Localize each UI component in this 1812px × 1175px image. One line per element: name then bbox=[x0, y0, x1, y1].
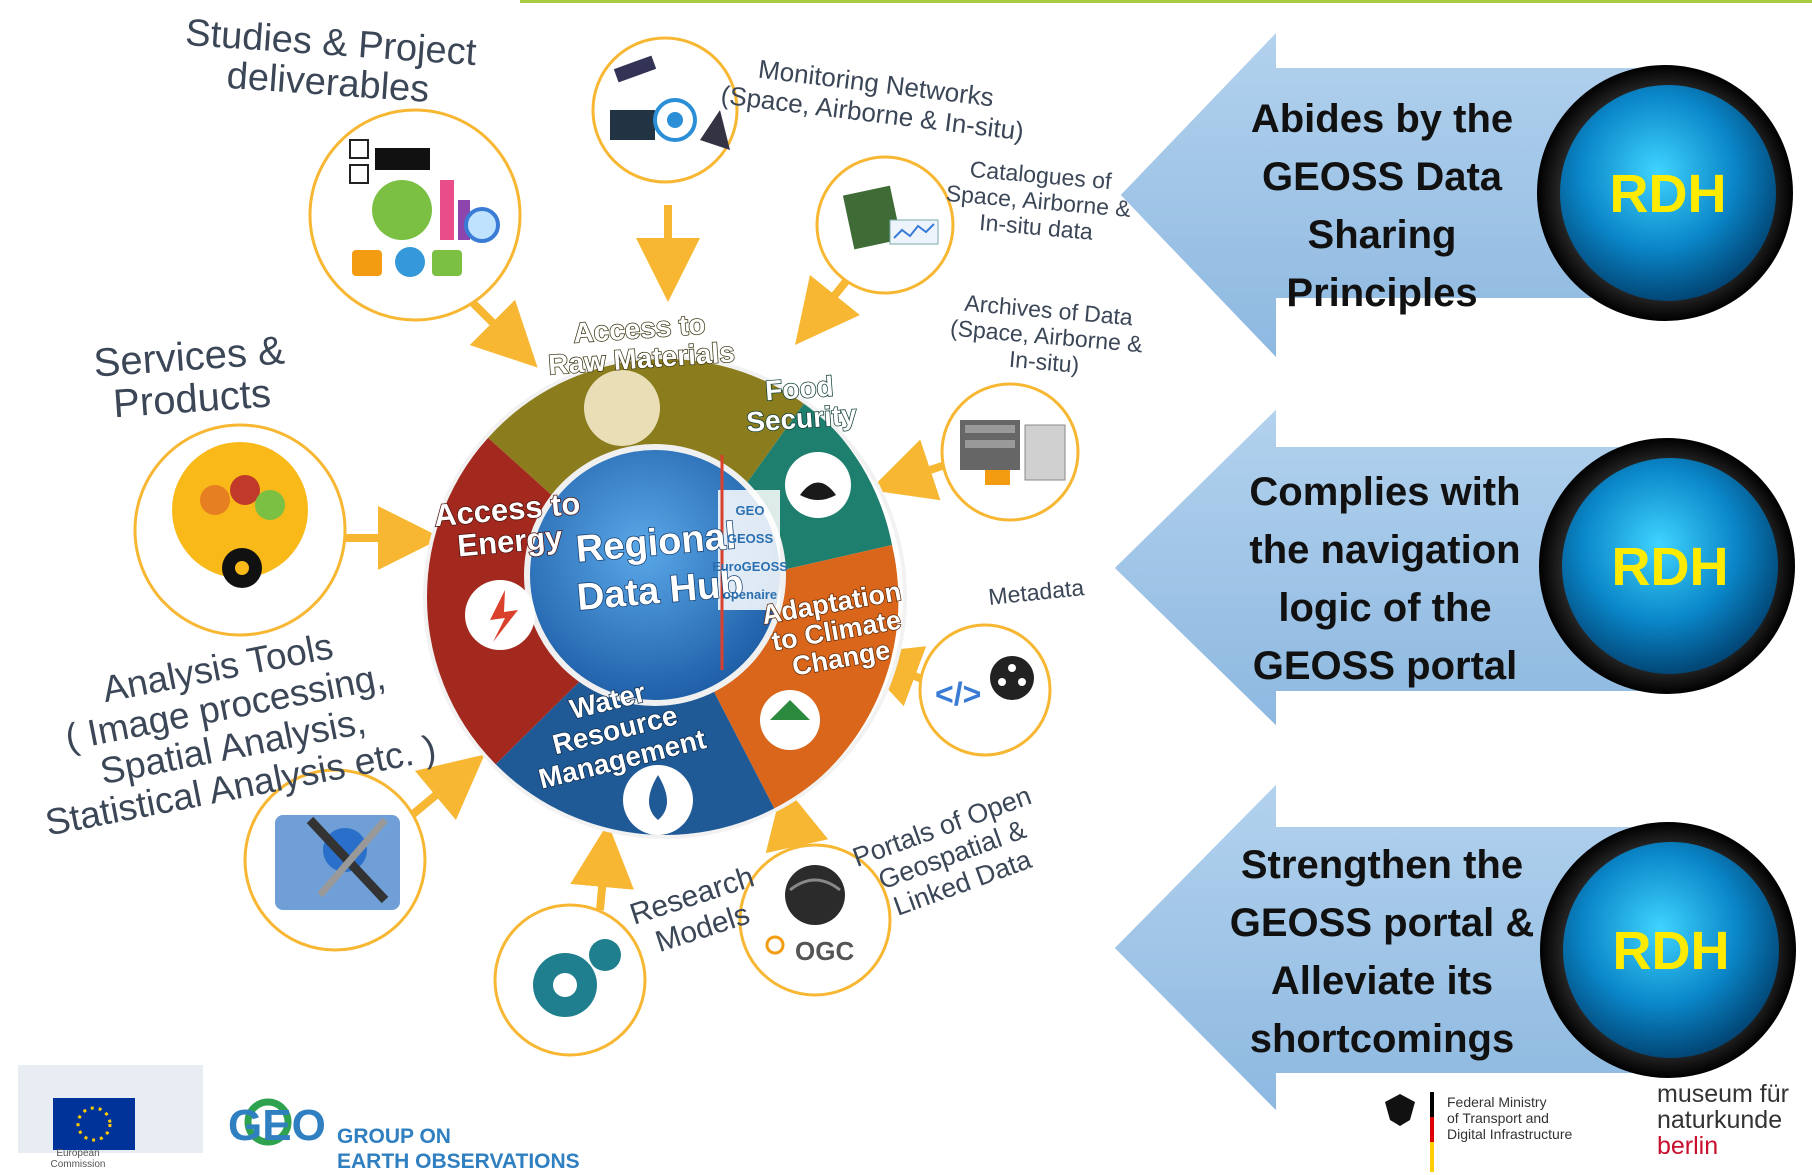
museum-label-line: berlin bbox=[1657, 1132, 1718, 1160]
metadata-label-line: Metadata bbox=[987, 574, 1085, 610]
badge-3-label: RDH bbox=[1613, 921, 1730, 981]
arrow-callout-2 bbox=[1109, 400, 1795, 735]
analysis-circle bbox=[243, 768, 427, 952]
arrow-2-text-line: Complies with bbox=[1249, 470, 1520, 514]
studies-label: Studies & Projectdeliverables bbox=[181, 12, 478, 114]
arrow-callout-3 bbox=[1109, 775, 1796, 1120]
satellite-image-icon bbox=[842, 185, 902, 250]
portals-circle: OGC bbox=[738, 843, 892, 997]
water-label: WaterResourceManagement bbox=[521, 665, 709, 795]
arrow-callouts bbox=[1109, 23, 1796, 1120]
eagle-icon bbox=[1385, 1094, 1415, 1126]
eu-flag-icon bbox=[53, 1098, 135, 1150]
arrow-1-text-line: Abides by the bbox=[1251, 97, 1513, 141]
ec-label-line: European bbox=[56, 1148, 99, 1159]
flag-stripe-black bbox=[1430, 1092, 1434, 1117]
geo-text-label-line: GROUP ON bbox=[337, 1125, 451, 1148]
studies-circle bbox=[308, 108, 522, 322]
wheel-segment-water bbox=[495, 597, 775, 837]
archives-label: Archives of Data(Space, Airborne &In-sit… bbox=[947, 289, 1146, 384]
services-label-line: Products bbox=[112, 371, 273, 426]
arrow-3-text-line: Strengthen the bbox=[1241, 843, 1523, 887]
hub-logos-label-line: EuroGEOSS bbox=[712, 559, 788, 574]
logos bbox=[18, 1065, 1434, 1172]
globe-icon bbox=[785, 865, 845, 925]
research-circle bbox=[493, 903, 647, 1057]
monitoring-circle bbox=[591, 36, 739, 184]
raw-materials-label: Access toRaw Materials bbox=[545, 307, 736, 381]
wheel bbox=[423, 355, 907, 839]
catalogues-label: Catalogues ofSpace, Airborne &In-situ da… bbox=[943, 154, 1134, 248]
badge-1 bbox=[1560, 85, 1776, 301]
food-security-label-line: Food bbox=[764, 371, 834, 407]
left-diagram: </> OGC bbox=[133, 36, 1080, 1057]
arrow-callout-1 bbox=[1115, 23, 1793, 367]
flag-stripe-gold bbox=[1430, 1142, 1434, 1172]
team-icon bbox=[172, 442, 308, 578]
badge-2-label: RDH bbox=[1612, 537, 1729, 597]
people-icon bbox=[372, 180, 432, 240]
arrow-1-text-line: Principles bbox=[1286, 271, 1477, 315]
adaptation-label: Adaptationto ClimateChange bbox=[759, 576, 913, 685]
arrow-3-text-line: GEOSS portal & bbox=[1230, 901, 1535, 945]
geo-text-label-line: EARTH OBSERVATIONS bbox=[337, 1150, 580, 1173]
arrow-2-text-line: the navigation bbox=[1249, 528, 1520, 572]
arrow-1-text-line: Sharing bbox=[1308, 213, 1457, 257]
arrow-2-text-line: logic of the bbox=[1278, 586, 1491, 630]
ministry-label-line: Federal Ministry bbox=[1447, 1094, 1547, 1110]
arrow-3-text-line: Alleviate its bbox=[1271, 959, 1493, 1003]
ministry-label-line: of Transport and bbox=[1447, 1110, 1549, 1126]
satellite-icon bbox=[613, 55, 657, 83]
top-accent-line bbox=[520, 0, 1812, 3]
monitoring-label: Monitoring Networks(Space, Airborne & In… bbox=[719, 50, 1029, 147]
ministry-label-line: Digital Infrastructure bbox=[1447, 1126, 1572, 1142]
museum-label-line: museum für bbox=[1657, 1080, 1789, 1108]
hub-logos-label: GEO GEOSS EuroGEOSS openaire bbox=[712, 503, 788, 602]
energy-label: Access toEnergy bbox=[433, 486, 585, 566]
hub-logo-strip bbox=[718, 490, 780, 610]
badge-2 bbox=[1562, 458, 1778, 674]
raw-materials-icon bbox=[584, 370, 660, 446]
geo-logo bbox=[244, 1098, 292, 1146]
ec-label-line: Commission bbox=[50, 1159, 105, 1170]
energy-label-line: Energy bbox=[456, 519, 565, 563]
code-brackets-icon: </> bbox=[935, 676, 981, 712]
archives-circle bbox=[940, 382, 1080, 522]
archives-label-line: In-situ) bbox=[1008, 346, 1080, 378]
arrow-1-text-line: GEOSS Data bbox=[1262, 155, 1503, 199]
hub-logos-label-line: openaire bbox=[723, 587, 777, 602]
film-reel-icon bbox=[990, 656, 1034, 700]
flag-stripe-red bbox=[1430, 1117, 1434, 1142]
svg-text:OGC: OGC bbox=[795, 936, 854, 966]
arrow-2-text-line: GEOSS portal bbox=[1253, 644, 1518, 688]
museum-label-line: naturkunde bbox=[1657, 1106, 1782, 1134]
hub-logos-label-line: GEOSS bbox=[727, 531, 774, 546]
connector-archives bbox=[869, 439, 947, 501]
globe-tool-icon bbox=[323, 828, 367, 872]
geo-mark-icon bbox=[244, 1098, 292, 1146]
services-label: Services &Products bbox=[92, 328, 289, 427]
magnifier-icon bbox=[464, 207, 500, 243]
badge-3 bbox=[1563, 842, 1779, 1058]
geo-mark-label: GEO bbox=[228, 1101, 326, 1150]
metadata-circle: </> bbox=[918, 623, 1052, 757]
connector-research bbox=[570, 823, 634, 911]
metadata-label: Metadata bbox=[987, 574, 1085, 610]
antenna-icon bbox=[653, 98, 697, 142]
arrow-3-text-line: shortcomings bbox=[1250, 1017, 1514, 1061]
ministry-logo bbox=[1385, 1092, 1434, 1172]
badge-1-label: RDH bbox=[1610, 164, 1727, 224]
catalogues-circle bbox=[815, 155, 955, 295]
ec-logo bbox=[18, 1065, 203, 1153]
hub-logos-label-line: GEO bbox=[736, 503, 765, 518]
services-circle bbox=[133, 423, 347, 637]
